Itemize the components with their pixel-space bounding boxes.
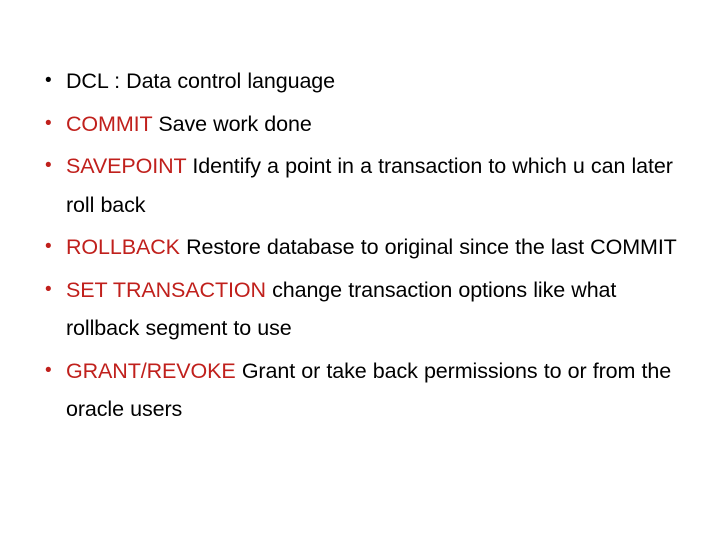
list-item-description: Grant or take back permissions to or fro… <box>66 358 672 422</box>
list-item: • SAVEPOINT Identify a point in a transac… <box>30 147 690 224</box>
bullet-list: • DCL : Data control language • COMMIT Sav… <box>30 62 690 429</box>
list-item-keyword: SET TRANSACTION <box>66 277 266 302</box>
list-item: • ROLLBACK Restore database to original s… <box>30 228 690 267</box>
list-item: • COMMIT Save work done <box>30 105 690 144</box>
bullet-point-icon: • <box>45 112 52 134</box>
list-item-description: Save work done <box>152 111 312 136</box>
list-item: • DCL : Data control language <box>30 62 690 101</box>
bullet-point-icon: • <box>45 155 52 176</box>
list-item-keyword: ROLLBACK <box>66 235 180 259</box>
bullet-point-icon: • <box>45 359 52 381</box>
list-item: • GRANT/REVOKE Grant or take back permiss… <box>30 352 690 429</box>
list-item-keyword: GRANT/REVOKE <box>66 358 236 383</box>
list-item-keyword: DCL <box>66 69 108 93</box>
bullet-point-icon: • <box>45 236 52 257</box>
list-item-description: Restore database to original since the l… <box>179 235 677 259</box>
list-item-keyword: SAVEPOINT <box>66 154 187 178</box>
list-item: • SET TRANSACTION change transaction opti… <box>30 271 690 348</box>
bullet-point-icon: • <box>45 278 52 300</box>
slide-content-placeholder: • DCL : Data control language • COMMIT Sav… <box>30 62 690 433</box>
list-item-description: Identify a point in a transaction to whi… <box>66 154 673 217</box>
bullet-point-icon: • <box>45 70 52 91</box>
list-item-description: change transaction options like what rol… <box>66 277 617 341</box>
list-item-description: : Data control language <box>107 69 336 93</box>
list-item-keyword: COMMIT <box>66 111 153 136</box>
